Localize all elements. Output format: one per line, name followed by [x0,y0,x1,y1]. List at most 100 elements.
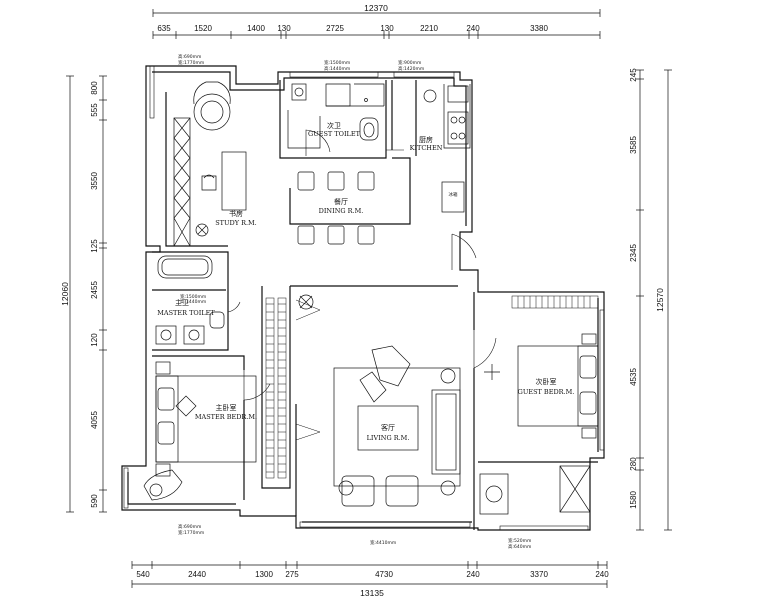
desk [221,151,247,211]
window-notes: 高:690mm 宽:1770mm 宽:1500mm 高:1440mm 宽:900… [178,53,531,550]
window-note: 高:1420mm [398,65,424,72]
lounge-chair [193,93,231,131]
dim-label: 125 [90,239,99,253]
dim-label: 2725 [326,24,344,33]
dim-label: 1400 [247,24,265,33]
dim-label: 130 [380,24,394,33]
windows [123,65,605,531]
dim-label: 2345 [629,244,638,262]
master-toilet-label-en: MASTER TOILET [157,309,215,317]
left-dimensions [66,75,107,513]
washbasin [155,325,177,345]
window-note: 宽:520mm [508,537,531,544]
doors [227,129,497,401]
dim-label: 240 [595,570,609,579]
dining-label-en: DINING R.M. [319,207,364,215]
dim-label: 245 [629,68,638,82]
wardrobes [265,295,599,479]
window-note: 宽:1770mm [178,529,204,536]
fridge-label: 冰箱 [449,191,458,198]
sofa [431,389,461,475]
armchair [341,475,375,507]
armchair [371,345,411,387]
dim-label: 540 [136,570,150,579]
toilet [209,311,225,329]
right-dimensions [636,69,672,531]
right-total-dim: 12570 [655,288,665,312]
shower [325,83,351,107]
dim-label: 3585 [629,136,638,154]
bookshelf [173,117,191,247]
guest-bedroom-label-en: GUEST BEDR.M. [518,388,575,396]
fridge [441,181,465,213]
bottom-dimensions [131,561,608,588]
dim-label: 2455 [90,281,99,299]
guest-bedroom [479,333,599,515]
plant-icon [298,294,314,310]
dim-label: 4055 [90,411,99,429]
dining-area [297,171,375,245]
left-total-dim: 12060 [60,282,70,306]
dim-label: 590 [90,494,99,508]
kitchen-label-en: KITCHEN [410,144,443,152]
window-note: 宽:900mm [398,59,421,66]
window-note: 宽:1770mm [178,59,204,66]
desk-chair [195,223,209,237]
kitchen-sink [447,85,469,103]
washing-machine [479,473,509,515]
window-note: 宽:1500mm [180,293,206,300]
washbasin [291,83,307,101]
living-label-en: LIVING R.M. [367,434,410,442]
master-toilet [155,255,225,345]
master-toilet-label-cn: 主卫 [175,298,189,307]
master-bedroom [143,361,257,501]
dim-label: 3370 [530,570,548,579]
dim-label: 2210 [420,24,438,33]
dim-label: 3380 [530,24,548,33]
dim-label: 2440 [188,570,206,579]
kitchen [423,84,471,213]
dim-label: 555 [90,103,99,117]
right-segment-dims: 245 3585 2345 4535 280 1580 [629,68,638,509]
study-label-cn: 书房 [229,209,243,218]
top-dimensions [152,9,601,39]
study-label-en: STUDY R.M. [215,219,257,227]
guest-toilet-label-cn: 次卫 [327,121,341,130]
dim-label: 275 [285,570,299,579]
vanity [287,110,321,149]
dim-label: 130 [277,24,291,33]
top-total-dim: 12370 [364,3,388,13]
dim-label: 240 [466,570,480,579]
guest-toilet [287,83,385,149]
master-bedroom-label-cn: 主卧室 [216,403,237,412]
coffee-table [357,405,419,451]
bathtub [157,255,213,279]
guest-bedroom-label-cn: 次卧室 [536,377,557,386]
walls [121,65,605,531]
armchair [143,469,183,501]
dim-label: 120 [90,333,99,347]
window-note: 高:1440mm [180,298,206,305]
living-room [298,294,461,507]
window-note: 高:690mm [178,53,201,60]
study-room [173,81,247,247]
window-note: 高:690mm [178,523,201,530]
kitchen-stool [423,89,437,103]
dining-label-cn: 餐厅 [334,197,348,206]
top-segment-dims: 635 1520 1400 130 2725 130 2210 240 3380 [157,24,548,33]
window-note: 宽:1500mm [324,59,350,66]
window-note: 高:1440mm [324,65,350,72]
toilet [359,117,379,141]
dim-label: 4730 [375,570,393,579]
cooktop [447,111,469,145]
dim-label: 4535 [629,368,638,386]
living-label-cn: 客厅 [381,423,395,432]
dim-label: 1300 [255,570,273,579]
room-labels: 次卫 GUEST TOILET 厨房 KITCHEN 书房 STUDY R.M.… [157,121,574,442]
bottom-total-dim: 13135 [360,588,384,598]
dim-label: 1580 [629,491,638,509]
dim-label: 800 [90,81,99,95]
window-note: 高:640mm [508,543,531,550]
dim-label: 635 [157,24,171,33]
